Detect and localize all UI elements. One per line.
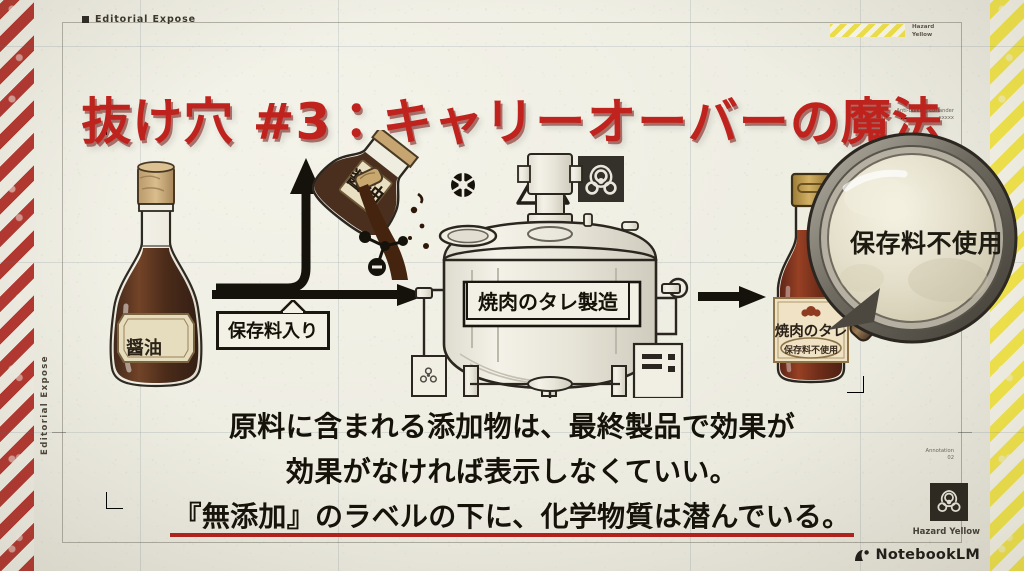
soy-bottle-label-text: 醤油 (126, 338, 162, 359)
product-bottle-label: 焼肉のタレ (774, 324, 848, 340)
page-title: 抜け穴 #3：キャリーオーバーの魔法 (81, 92, 943, 151)
product-bottle-sublabel: 保存料不使用 (783, 346, 838, 356)
flying-cork-icon (354, 166, 384, 191)
preservative-callout: 保存料入り (216, 311, 330, 350)
statement-underline (169, 533, 855, 537)
magnifier-pointer (828, 288, 880, 330)
brand-label: NotebookLM (875, 547, 980, 563)
magnifier-caption: 保存料不使用 (850, 229, 1004, 258)
editorial-header: Editorial Expose (82, 14, 196, 25)
statement-line-3: 『無添加』のラベルの下に、化学物質は潜んでいる。 (173, 500, 851, 533)
statement-block: 原料に含まれる添加物は、最終製品で効果が 効果がなければ表示しなくていい。 『無… (0, 404, 1024, 539)
arrow-tank-to-product (698, 286, 766, 308)
molecule-star-icon (449, 170, 477, 200)
footer-biohazard-badge (930, 483, 968, 521)
hazard-swatch-caption: Hazard Yellow (912, 24, 935, 38)
pouring-stream (358, 184, 429, 280)
tank-label-text: 焼肉のタレ製造 (478, 290, 618, 314)
editorial-header-label: Editorial Expose (95, 14, 196, 25)
brand-notebooklm: NotebookLM (853, 547, 980, 563)
annotation-right-top: Anti-bulking coriander xxxxx (896, 108, 954, 122)
footer-hazard-caption: Hazard Yellow (912, 527, 980, 537)
hazard-stripe-left (0, 0, 34, 571)
statement-line-2: 効果がなければ表示しなくていい。 (286, 455, 738, 488)
biohazard-icon (578, 156, 624, 202)
notebooklm-logo-icon (854, 549, 869, 561)
annotation-right-mid: Annotation 02 (925, 448, 954, 462)
preservative-callout-text: 保存料入り (228, 321, 318, 342)
production-tank (411, 153, 689, 398)
statement-line-1: 原料に含まれる添加物は、最終製品で効果が (228, 410, 795, 443)
statement-line-3-wrap: 『無添加』のラベルの下に、化学物質は潜んでいる。 (169, 494, 855, 539)
guide-line-h1 (0, 46, 1024, 47)
tank-label: 焼肉のタレ製造 (466, 281, 630, 320)
molecule-icon (359, 231, 408, 276)
magnifying-glass (806, 132, 1018, 344)
hazard-yellow-swatch (830, 24, 905, 37)
arrow-soy-to-tank (212, 284, 427, 306)
square-bullet-icon (82, 16, 89, 23)
biohazard-footer-icon (937, 490, 961, 513)
hazard-swatch-group: Hazard Yellow (830, 24, 952, 39)
process-diagram: 醤油 保存料入り 醤油 (62, 128, 1018, 403)
soy-sauce-bottle (109, 161, 203, 388)
callout-pointer-up (280, 300, 306, 313)
